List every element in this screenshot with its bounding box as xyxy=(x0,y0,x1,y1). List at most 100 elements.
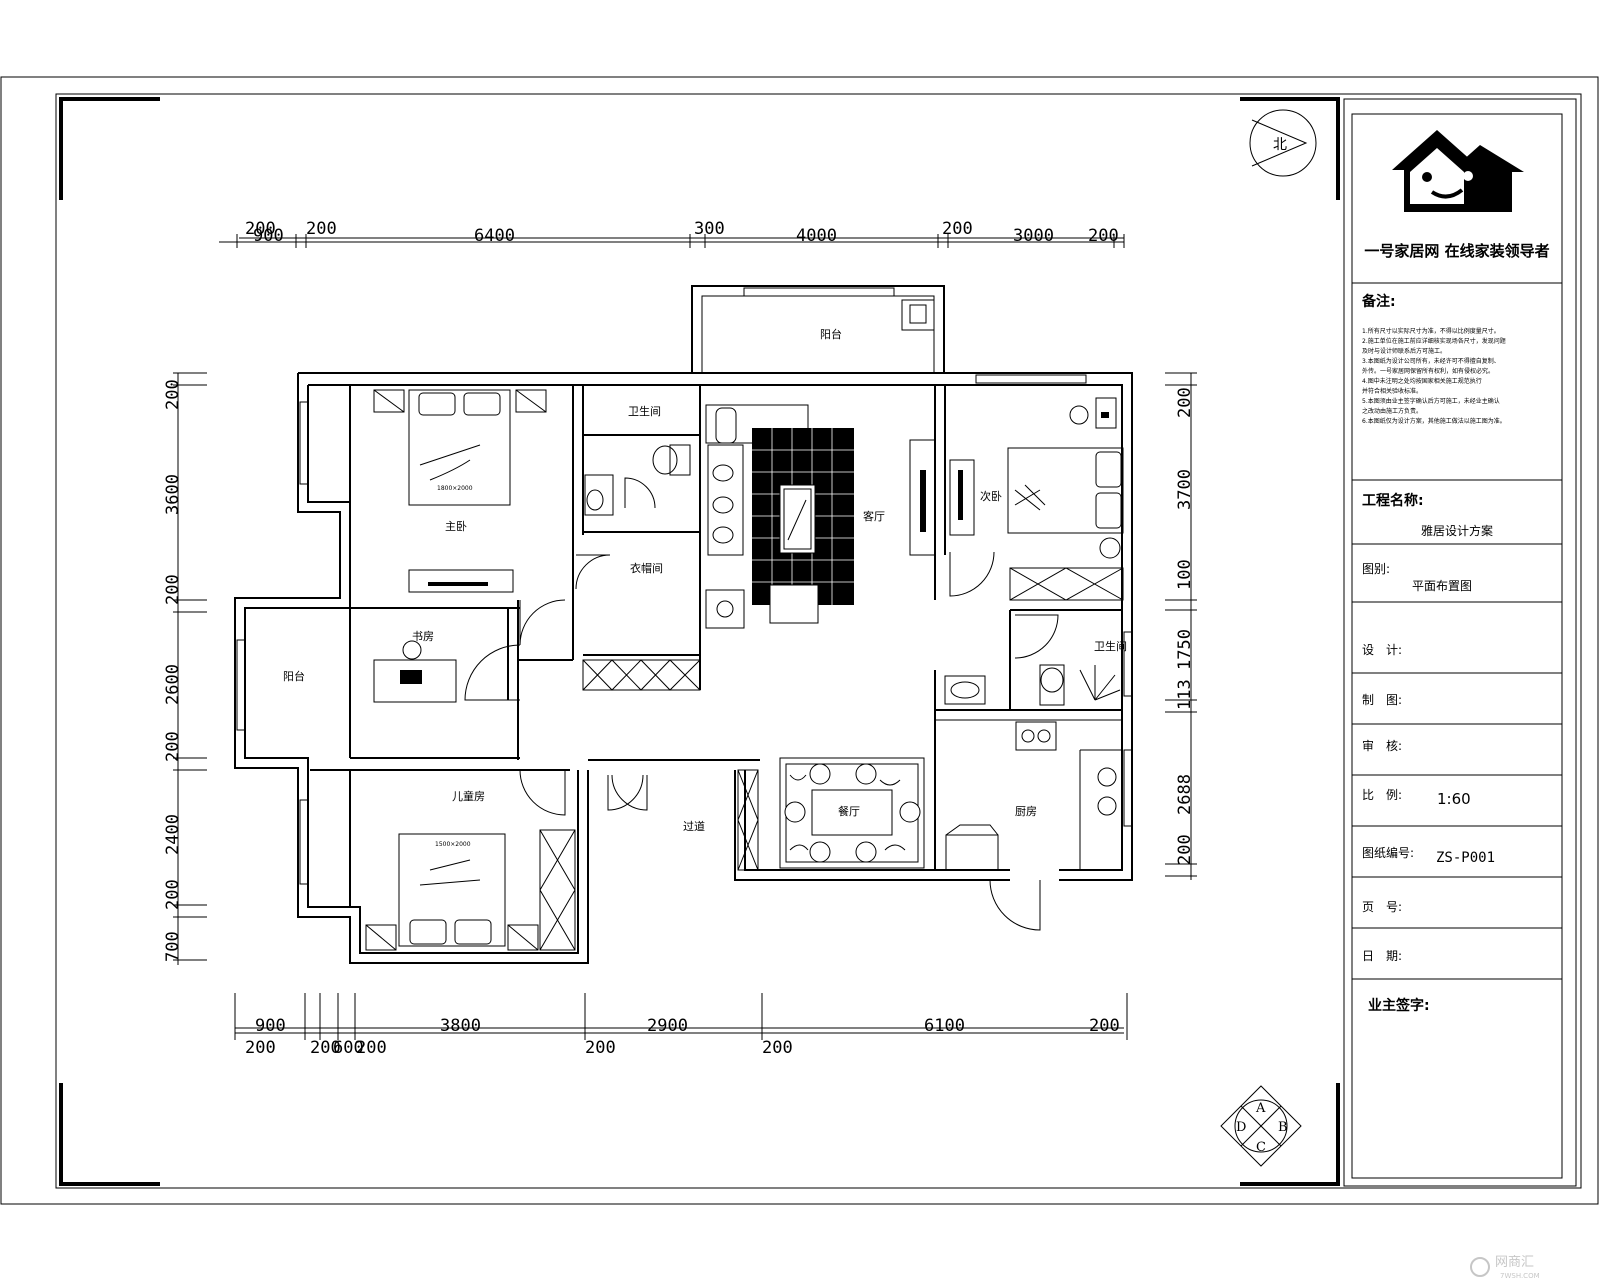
dim-label: 900 xyxy=(253,226,284,246)
designer-label: 设 计: xyxy=(1362,643,1402,657)
dim-label: 6400 xyxy=(474,226,515,246)
dim-label: 200 xyxy=(942,219,973,239)
drawing-type-label: 图别: xyxy=(1362,562,1390,576)
room-label: 衣帽间 xyxy=(630,561,663,575)
room-label: 阳台 xyxy=(283,669,305,683)
scale-label: 比 例: xyxy=(1362,788,1402,802)
dim-label: 300 xyxy=(694,219,725,239)
room-label: 客厅 xyxy=(863,509,885,523)
dim-label: 2900 xyxy=(647,1016,688,1036)
outer-border xyxy=(0,76,1599,1205)
remark-line: 3.本图纸为设计公司所有，未经许可不得擅自复制、 xyxy=(1362,357,1500,365)
dim-label: 200 xyxy=(163,731,183,762)
marker-b: B xyxy=(1278,1120,1288,1135)
remark-line: 外传。一号家居网保留所有权利，如有侵权必究。 xyxy=(1362,367,1494,375)
dim-label: 200 xyxy=(585,1038,616,1058)
dim-label: 200 xyxy=(1089,1016,1120,1036)
remarks-label: 备注: xyxy=(1361,293,1396,310)
marker-a: A xyxy=(1255,1101,1266,1116)
dim-label: 3700 xyxy=(1175,469,1195,510)
dim-label: 3000 xyxy=(1013,226,1054,246)
section-marker-icon: A B C D xyxy=(1220,1085,1302,1167)
dim-label: 113 xyxy=(1175,679,1195,710)
room-label: 卫生间 xyxy=(1094,639,1127,653)
brand-slogan: 一号家居网 在线家装领导者 xyxy=(1364,242,1549,260)
room-label: 儿童房 xyxy=(452,789,485,803)
dim-label: 100 xyxy=(1175,559,1195,590)
remark-line: 6.本图纸仅为设计方案，其他施工做法以施工图为准。 xyxy=(1362,417,1506,425)
corner-marks xyxy=(59,97,1340,1186)
bed-size-label: 1800×2000 xyxy=(437,485,473,492)
room-label: 卫生间 xyxy=(628,404,661,418)
watermark: 网商汇 7WSH.COM xyxy=(1470,1255,1540,1280)
bed-icon xyxy=(408,389,511,506)
dimension-left: 200 3600 200 2600 200 2400 200 700 xyxy=(163,372,207,965)
dim-label: 600 xyxy=(333,1038,364,1058)
dim-label: 200 xyxy=(163,379,183,410)
dim-label: 200 xyxy=(245,1038,276,1058)
dim-label: 2600 xyxy=(163,664,183,705)
doors xyxy=(464,477,1059,931)
room-label: 厨房 xyxy=(1015,805,1037,818)
reviewer-label: 审 核: xyxy=(1362,738,1402,753)
room-label: 次卧 xyxy=(980,489,1002,503)
dim-label: 200 xyxy=(1175,387,1195,418)
watermark-text: 网商汇 xyxy=(1495,1255,1534,1270)
house-logo-icon xyxy=(1392,130,1524,212)
dim-label: 200 xyxy=(306,219,337,239)
room-label: 主卧 xyxy=(445,520,467,533)
room-label: 过道 xyxy=(683,819,705,833)
dim-label: 200 xyxy=(762,1038,793,1058)
dim-label: 3600 xyxy=(163,474,183,515)
remark-line: 之改动由施工方负责。 xyxy=(1362,407,1422,415)
dim-label: 700 xyxy=(163,931,183,962)
project-name-label: 工程名称: xyxy=(1362,492,1424,509)
dim-label: 3800 xyxy=(440,1016,481,1036)
north-label: 北 xyxy=(1273,137,1287,153)
room-label: 阳台 xyxy=(820,327,842,341)
remark-line: 及时与设计师联系后方可施工。 xyxy=(1362,347,1446,355)
furniture: 1800×2000 xyxy=(365,299,1124,951)
dim-label: 200 xyxy=(1088,226,1119,246)
title-block: 一号家居网 在线家装领导者 备注: 1.所有尺寸以实际尺寸为准，不得以比例度量尺… xyxy=(1343,98,1577,1187)
dim-label: 1750 xyxy=(1175,629,1195,670)
scale-value: 1:60 xyxy=(1437,790,1471,808)
dim-label: 6100 xyxy=(924,1016,965,1036)
dim-label: 200 xyxy=(356,1038,387,1058)
drawing-no: ZS-P001 xyxy=(1436,850,1495,866)
dim-label: 200 xyxy=(245,219,276,239)
remark-line: 1.所有尺寸以实际尺寸为准，不得以比例度量尺寸。 xyxy=(1362,327,1500,335)
dim-label: 200 xyxy=(1175,834,1195,865)
remark-line: 2.施工单位在施工前应详细核实现场各尺寸，发现问题 xyxy=(1362,337,1506,345)
dimension-top: 200 300 200 900 200 6400 4000 3000 200 xyxy=(219,219,1125,248)
project-name: 雅居设计方案 xyxy=(1421,523,1493,538)
dim-label: 200 xyxy=(310,1038,341,1058)
page-label: 页 号: xyxy=(1362,900,1402,914)
remark-line: 5.本图须由业主签字确认后方可施工，未经业主确认 xyxy=(1362,397,1500,405)
marker-d: D xyxy=(1236,1120,1246,1135)
drawing-no-label: 图纸编号: xyxy=(1362,845,1414,860)
date-label: 日 期: xyxy=(1362,949,1402,963)
room-label: 餐厅 xyxy=(838,804,860,818)
dim-label: 900 xyxy=(255,1016,286,1036)
walls xyxy=(234,285,1133,964)
marker-c: C xyxy=(1256,1140,1266,1155)
north-compass-icon: 北 xyxy=(1249,109,1317,177)
drawing-type: 平面布置图 xyxy=(1412,579,1472,593)
remark-line: 4.图中未注明之处均按国家相关施工规范执行 xyxy=(1362,377,1482,385)
remark-line: 并符合相关验收标准。 xyxy=(1362,387,1422,395)
owner-sign-label: 业主签字: xyxy=(1368,997,1430,1014)
bed-size-label: 1500×2000 xyxy=(435,841,471,848)
dim-label: 2688 xyxy=(1175,774,1195,815)
dimension-right: 200 3700 100 1750 113 2688 200 xyxy=(1165,372,1197,880)
drafter-label: 制 图: xyxy=(1362,693,1402,707)
room-labels: 阳台 主卧 卫生间 衣帽间 客厅 次卧 卫生间 书房 阳台 儿童房 过道 餐厅 … xyxy=(283,327,1127,833)
dim-label: 4000 xyxy=(796,226,837,246)
dim-label: 200 xyxy=(163,879,183,910)
bed-icon xyxy=(1007,447,1124,534)
room-label: 书房 xyxy=(412,630,434,643)
dim-label: 200 xyxy=(163,574,183,605)
dimension-bottom: 900 3800 2900 6100 200 200 200 600 200 2… xyxy=(234,993,1128,1058)
watermark-url: 7WSH.COM xyxy=(1500,1272,1540,1280)
remarks-notes: 1.所有尺寸以实际尺寸为准，不得以比例度量尺寸。 2.施工单位在施工前应详细核实… xyxy=(1362,327,1506,425)
